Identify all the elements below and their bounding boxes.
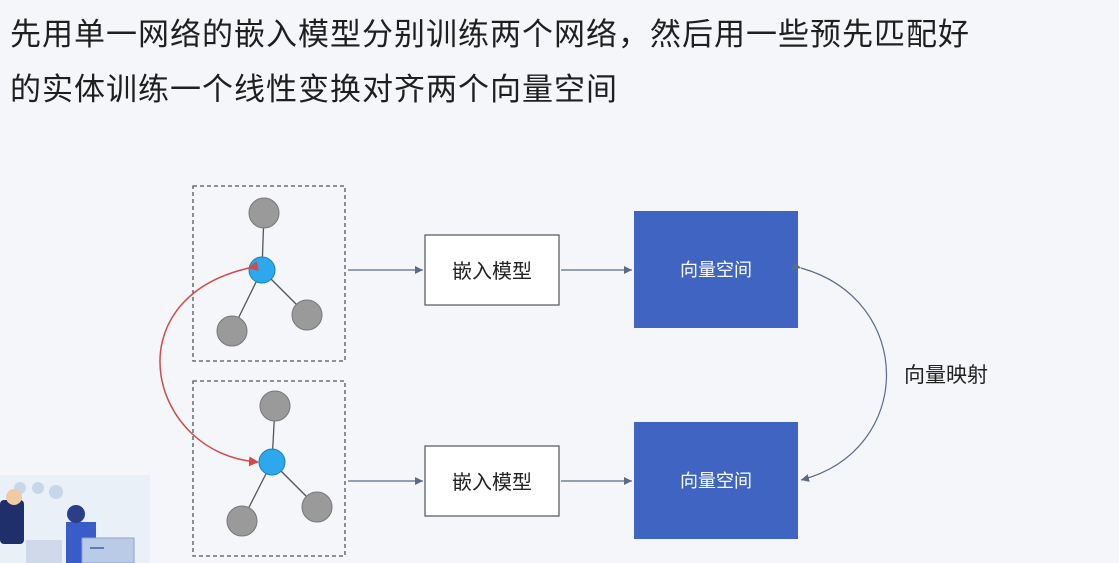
entity-match-arc bbox=[159, 261, 259, 467]
top-embed-model-label: 嵌入模型 bbox=[452, 259, 532, 283]
bottom-embed-model-box bbox=[424, 445, 560, 517]
vector-mapping-label: 向量映射 bbox=[904, 363, 988, 387]
top-leaf-node bbox=[248, 197, 280, 229]
bottom-leaf-node bbox=[259, 390, 291, 422]
presenter-illustration bbox=[0, 475, 150, 563]
title-line-2: 的实体训练一个线性变换对齐两个向量空间 bbox=[10, 72, 618, 108]
vector-mapping-arc bbox=[792, 261, 888, 482]
top-leaf-node bbox=[291, 299, 323, 331]
mapping-label-bg bbox=[888, 358, 1000, 390]
title-line-1: 先用单一网络的嵌入模型分别训练两个网络，然后用一些预先匹配好 bbox=[10, 17, 970, 53]
bottom-vector-space-label: 向量空间 bbox=[680, 471, 752, 492]
bottom-center-node bbox=[258, 448, 286, 476]
bottom-embed-model-label: 嵌入模型 bbox=[452, 470, 532, 494]
top-network-frame bbox=[192, 185, 346, 362]
bottom-leaf-node bbox=[301, 491, 333, 523]
top-center-node bbox=[248, 256, 276, 284]
bottom-leaf-node bbox=[226, 505, 258, 537]
top-vector-space-box bbox=[634, 211, 798, 328]
top-leaf-node bbox=[216, 315, 248, 347]
top-vector-space-label: 向量空间 bbox=[680, 260, 752, 281]
bottom-vector-space-box bbox=[634, 422, 798, 539]
bottom-network-frame bbox=[192, 380, 346, 557]
top-embed-model-box bbox=[424, 234, 560, 306]
page-title: 先用单一网络的嵌入模型分别训练两个网络，然后用一些预先匹配好 的实体训练一个线性… bbox=[10, 8, 1110, 118]
